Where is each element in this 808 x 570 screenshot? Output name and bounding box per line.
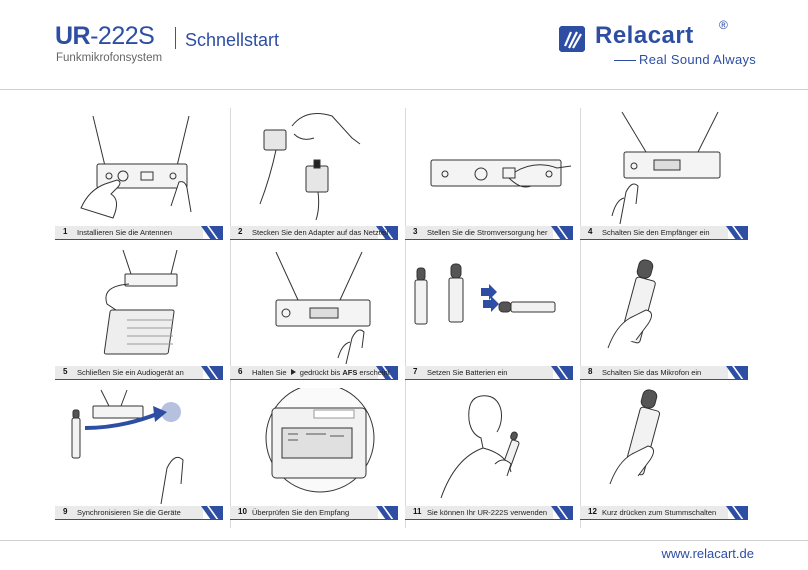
step-caption: Schalten Sie den Empfänger ein xyxy=(602,228,710,237)
step-caption: Halten Sie gedrückt bis AFS erscheint xyxy=(252,368,390,377)
receiver-antennas-icon xyxy=(80,115,192,219)
step-number: 2 xyxy=(238,227,243,236)
step-caption: Schalten Sie das Mikrofon ein xyxy=(602,368,702,377)
column-divider xyxy=(580,108,581,528)
step-caption: Stellen Sie die Stromversorgung her xyxy=(427,228,548,237)
step-caption-bar: 5 Schließen Sie ein Audiogerät an xyxy=(55,366,223,380)
caption-bar-stripes xyxy=(230,366,398,380)
step-number: 8 xyxy=(588,367,593,376)
caption-bar-stripes xyxy=(405,366,573,380)
step-3: 3 Stellen Sie die Stromversorgung her xyxy=(405,108,580,248)
step-number: 1 xyxy=(63,227,68,236)
step-10: 10 Überprüfen Sie den Empfang xyxy=(230,388,405,528)
website-link[interactable]: www.relacart.de xyxy=(661,546,754,561)
registered-mark: ® xyxy=(719,18,728,32)
step-caption: Überprüfen Sie den Empfang xyxy=(252,508,350,517)
step-11: 11 Sie können Ihr UR-222S verwenden xyxy=(405,388,580,528)
step-caption: Schließen Sie ein Audiogerät an xyxy=(77,368,184,377)
step-6: 6 Halten Sie gedrückt bis AFS erscheint xyxy=(230,248,405,388)
caption-bar-stripes xyxy=(230,506,398,520)
power-adapter-icon xyxy=(259,113,361,221)
step-8: 8 Schalten Sie das Mikrofon ein xyxy=(580,248,755,388)
step-number: 5 xyxy=(63,367,68,376)
receiver-mixer-icon xyxy=(103,249,178,355)
caption-bar-stripes xyxy=(55,226,223,240)
caption-bar-stripes xyxy=(55,366,223,380)
step-number: 9 xyxy=(63,507,68,516)
microphone-batteries-icon xyxy=(414,263,556,325)
play-triangle-icon xyxy=(290,369,296,375)
microphone-mute-icon xyxy=(609,389,661,485)
step-caption-bar: 3 Stellen Sie die Stromversorgung her xyxy=(405,226,573,240)
step-caption: Stecken Sie den Adapter auf das Netzteil xyxy=(252,228,389,237)
receiver-power-icon xyxy=(611,111,721,224)
step-7: 7 Setzen Sie Batterien ein xyxy=(405,248,580,388)
step-number: 7 xyxy=(413,367,418,376)
header-divider xyxy=(0,89,808,90)
caption-bar-stripes xyxy=(55,506,223,520)
step-caption-bar: 11 Sie können Ihr UR-222S verwenden xyxy=(405,506,573,520)
brand-logo: Relacart ® Real Sound Always xyxy=(555,18,765,70)
step-caption-bar: 10 Überprüfen Sie den Empfang xyxy=(230,506,398,520)
step-4: 4 Schalten Sie den Empfänger ein xyxy=(580,108,755,248)
step-caption: Setzen Sie Batterien ein xyxy=(427,368,508,377)
title-separator xyxy=(175,27,176,49)
step-caption-bar: 9 Synchronisieren Sie die Geräte xyxy=(55,506,223,520)
caption-bar-stripes xyxy=(230,226,398,240)
column-divider xyxy=(405,108,406,528)
step-caption-bar: 6 Halten Sie gedrückt bis AFS erscheint xyxy=(230,366,398,380)
caption-bar-stripes xyxy=(405,506,573,520)
microphone-hand-icon xyxy=(607,259,656,349)
step-number: 11 xyxy=(413,507,422,516)
receiver-rear-power-icon xyxy=(430,159,572,188)
sync-devices-icon xyxy=(71,389,184,504)
page-title: Schnellstart xyxy=(185,30,280,50)
step-number: 3 xyxy=(413,227,418,236)
model-name: UR-222S xyxy=(55,22,155,50)
step-number: 4 xyxy=(588,227,593,236)
column-divider xyxy=(230,108,231,528)
slogan-line xyxy=(614,60,636,61)
receiver-front-icon xyxy=(275,251,371,364)
caption-bar-stripes xyxy=(405,226,573,240)
step-caption-bar: 7 Setzen Sie Batterien ein xyxy=(405,366,573,380)
step-number: 10 xyxy=(238,507,247,516)
step-number: 12 xyxy=(588,507,597,516)
header: UR-222S Schnellstart Funkmikrofonsystem … xyxy=(0,0,808,90)
receiver-display-icon xyxy=(265,388,375,493)
step-12: 12 Kurz drücken zum Stummschalten xyxy=(580,388,755,528)
step-caption: Sie können Ihr UR-222S verwenden xyxy=(427,508,548,517)
step-5: 5 Schließen Sie ein Audiogerät an xyxy=(55,248,230,388)
step-caption: Synchronisieren Sie die Geräte xyxy=(77,508,181,517)
step-caption-bar: 8 Schalten Sie das Mikrofon ein xyxy=(580,366,748,380)
caption-bar-stripes xyxy=(580,366,748,380)
person-singing-icon xyxy=(440,395,520,499)
caption-bar-stripes xyxy=(580,506,748,520)
step-caption-bar: 12 Kurz drücken zum Stummschalten xyxy=(580,506,748,520)
step-caption-bar: 2 Stecken Sie den Adapter auf das Netzte… xyxy=(230,226,398,240)
steps-grid: 1 Installieren Sie die Antennen 2 Stecke… xyxy=(55,108,755,528)
step-caption-bar: 4 Schalten Sie den Empfänger ein xyxy=(580,226,748,240)
step-1: 1 Installieren Sie die Antennen xyxy=(55,108,230,248)
page-subtitle: Funkmikrofonsystem xyxy=(56,52,163,64)
brand-name: Relacart xyxy=(595,22,694,49)
step-caption-bar: 1 Installieren Sie die Antennen xyxy=(55,226,223,240)
step-9: 9 Synchronisieren Sie die Geräte xyxy=(55,388,230,528)
footer-divider xyxy=(0,540,808,541)
relacart-logo-icon xyxy=(559,26,585,52)
caption-bar-stripes xyxy=(580,226,748,240)
step-caption: Kurz drücken zum Stummschalten xyxy=(602,508,717,517)
step-number: 6 xyxy=(238,367,243,376)
brand-slogan: Real Sound Always xyxy=(639,52,757,67)
step-2: 2 Stecken Sie den Adapter auf das Netzte… xyxy=(230,108,405,248)
step-caption: Installieren Sie die Antennen xyxy=(77,228,173,237)
